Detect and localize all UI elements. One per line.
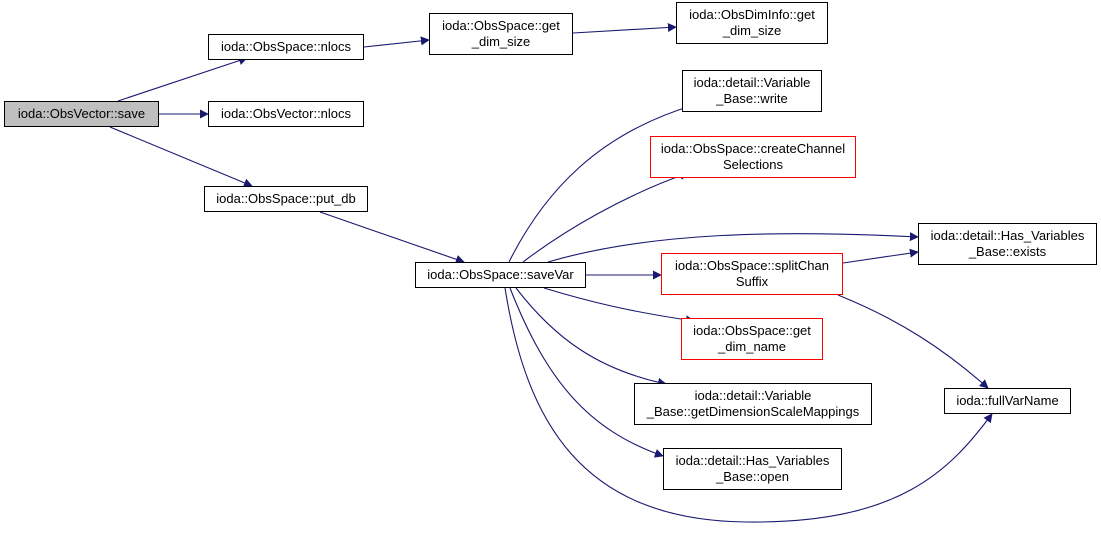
edge-split-chan-to-full-var-name (837, 294, 989, 389)
node-label-line: ioda::ObsSpace::put_db (216, 191, 356, 206)
node-label-line: _Base::write (716, 91, 788, 106)
node-label-line: _dim_size (471, 34, 531, 49)
edge-save-var-to-full-var-name (504, 287, 993, 523)
node-obsdiminfo-get-dim-size[interactable]: ioda::ObsDimInfo::get_dim_size (676, 2, 828, 44)
node-obsspace-put-db[interactable]: ioda::ObsSpace::put_db (204, 186, 368, 212)
node-obsvector-nlocs[interactable]: ioda::ObsVector::nlocs (208, 101, 364, 127)
node-label-line: _dim_size (722, 23, 782, 38)
node-label-line: ioda::detail::Variable (693, 75, 811, 90)
node-label-line: ioda::ObsSpace::get (442, 18, 560, 33)
node-ioda-fullvarname[interactable]: ioda::fullVarName (944, 388, 1071, 414)
edge-split-chan-to-has-exists (842, 248, 919, 264)
node-label-line: ioda::detail::Has_Variables (930, 228, 1085, 243)
edge-save-to-nlocs-space (117, 56, 248, 102)
node-obsspace-savevar[interactable]: ioda::ObsSpace::saveVar (415, 262, 586, 288)
edge-save-to-put-db (109, 126, 253, 188)
node-has-variables-base-exists[interactable]: ioda::detail::Has_Variables_Base::exists (918, 223, 1097, 265)
node-label-line: _dim_name (718, 339, 786, 354)
edge-put-db-to-save-var (319, 211, 465, 264)
edge-save-var-to-has-exists (547, 232, 919, 263)
edge-get-dim-size-to-dim-info-size (572, 22, 677, 34)
node-label-line: ioda::ObsSpace::createChannel (660, 141, 846, 156)
node-variable-base-write[interactable]: ioda::detail::Variable_Base::write (682, 70, 822, 112)
node-label-line: ioda::ObsSpace::saveVar (427, 267, 574, 282)
node-label-line: ioda::ObsDimInfo::get (689, 7, 815, 22)
edge-save-var-to-get-dim-name (543, 287, 695, 325)
node-variable-base-getdimensionscalemappings[interactable]: ioda::detail::Variable_Base::getDimensio… (634, 383, 872, 425)
node-label-line: Suffix (735, 274, 769, 289)
edge-nlocs-space-to-get-dim-size (363, 36, 430, 48)
edge-save-var-to-var-write (508, 103, 695, 263)
node-label-line: _Base::open (715, 469, 789, 484)
node-obsvector-save: ioda::ObsVector::save (4, 101, 159, 127)
node-label-line: _Base::getDimensionScaleMappings (646, 404, 860, 419)
node-label-line: ioda::ObsVector::save (17, 106, 146, 121)
node-obsspace-get-dim-name[interactable]: ioda::ObsSpace::get_dim_name (681, 318, 823, 360)
node-label-line: Selections (723, 157, 783, 172)
node-label-line: ioda::detail::Variable (694, 388, 812, 403)
node-label-line: ioda::ObsSpace::nlocs (220, 39, 352, 54)
node-obsspace-get-dim-size[interactable]: ioda::ObsSpace::get_dim_size (429, 13, 573, 55)
edge-save-var-to-create-chan (522, 171, 689, 263)
edge-save-var-to-get-dim-scale (515, 287, 667, 387)
node-label-line: ioda::fullVarName (956, 393, 1059, 408)
node-label-line: ioda::detail::Has_Variables (675, 453, 830, 468)
node-label-line: ioda::ObsSpace::get (693, 323, 811, 338)
edge-save-var-to-has-open (509, 287, 664, 458)
node-label-line: ioda::ObsSpace::splitChan (675, 258, 829, 273)
node-label-line: ioda::ObsVector::nlocs (220, 106, 352, 121)
node-label-line: _Base::exists (968, 244, 1047, 259)
node-has-variables-base-open[interactable]: ioda::detail::Has_Variables_Base::open (663, 448, 842, 490)
node-obsspace-nlocs[interactable]: ioda::ObsSpace::nlocs (208, 34, 364, 60)
